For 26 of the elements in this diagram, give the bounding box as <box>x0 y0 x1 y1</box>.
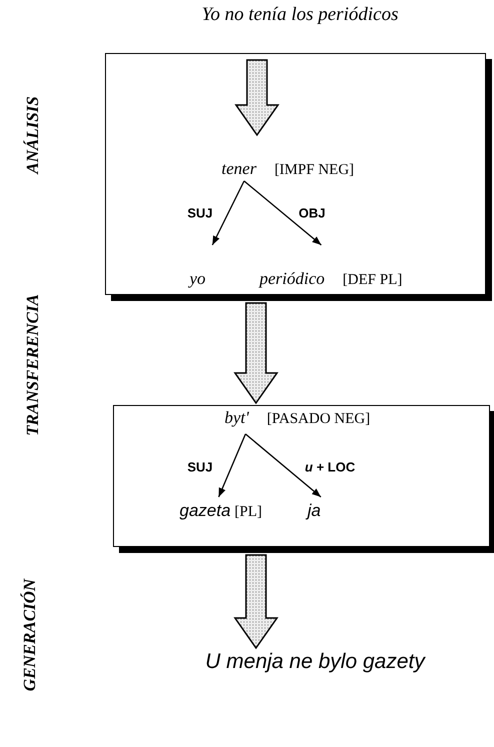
stage-label: GENERACIÓN <box>20 578 40 692</box>
lemma-text: gazeta <box>180 500 231 520</box>
arrow <box>212 180 245 246</box>
edge-label: u + LOC <box>302 460 358 474</box>
lemma-text: tener <box>222 158 256 178</box>
arrow <box>218 434 246 498</box>
feature-tag: [PASADO NEG] <box>266 410 370 428</box>
arrow <box>245 434 322 498</box>
edge-label: SUJ <box>185 206 215 220</box>
lemma-text: ja <box>308 500 321 520</box>
stage-label: TRANSFERENCIA <box>23 294 43 436</box>
target-sentence: U menja ne bylo gazety <box>205 650 425 674</box>
arrow <box>244 180 322 246</box>
feature-tag: [PL] <box>234 504 262 520</box>
edge-label: OBJ <box>296 206 328 220</box>
edge-label: SUJ <box>185 460 215 474</box>
block-arrow <box>234 302 278 404</box>
lemma-text: yo <box>190 268 206 288</box>
stage-label: ANÁLISIS <box>23 96 43 174</box>
block-arrow <box>234 554 278 650</box>
feature-tag: [DEF PL] <box>342 272 402 288</box>
block-arrow <box>234 59 280 136</box>
feature-tag: [IMPF NEG] <box>274 162 354 178</box>
source-sentence: Yo no tenía los periódicos <box>202 4 398 26</box>
lemma-text: periódico <box>260 268 325 288</box>
lemma-text: byt' <box>224 408 249 428</box>
